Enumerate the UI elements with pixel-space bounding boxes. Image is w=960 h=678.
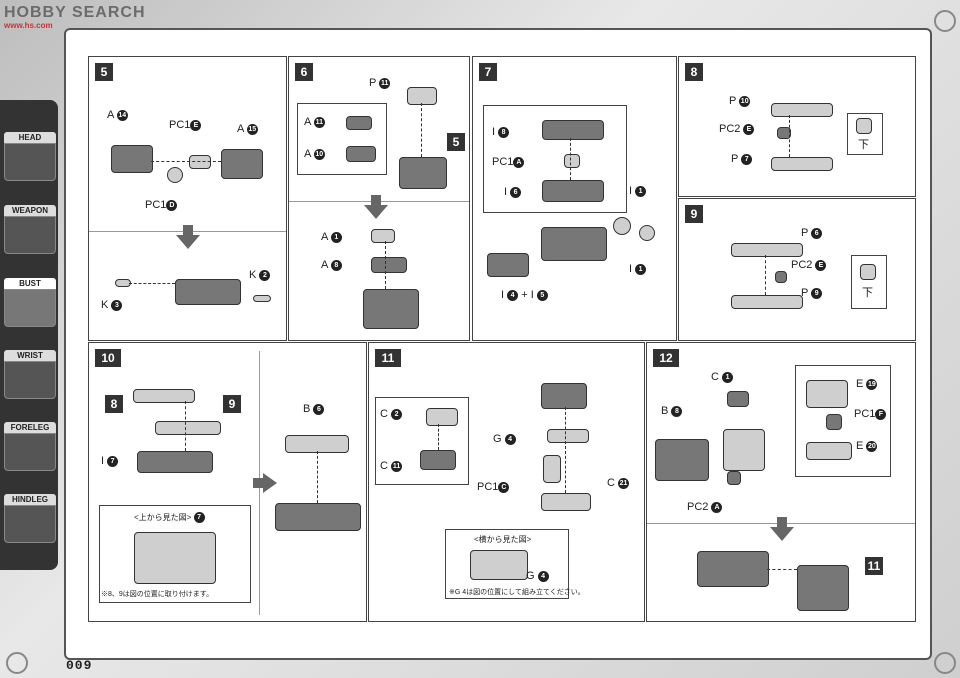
down-direction-label: 下 (858, 139, 869, 151)
part-label: P 9 (801, 287, 823, 299)
part-label: I 4 + I 5 (501, 289, 548, 301)
part-drawing (221, 149, 263, 179)
step-number: 6 (295, 63, 313, 81)
step-number: 11 (375, 349, 401, 367)
corner-ornament-icon (934, 10, 956, 32)
page-number: 009 (66, 658, 93, 673)
sidebar-tab-hindleg[interactable]: HINDLEG (4, 494, 56, 543)
step-number: 7 (479, 63, 497, 81)
part-label: C 21 (607, 477, 630, 489)
top-view-inset: <上から見た図> 7 (99, 505, 251, 603)
step-reference: 9 (223, 395, 241, 413)
sub-assembly-inset: C 2 C 11 (375, 397, 469, 485)
part-label: A 1 (321, 231, 342, 243)
part-label: I 1 (629, 263, 647, 275)
sidebar-tab-wrist[interactable]: WRIST (4, 350, 56, 399)
step-reference: 11 (865, 557, 883, 575)
part-drawing (111, 145, 153, 173)
part-drawing (167, 167, 183, 183)
step-number: 5 (95, 63, 113, 81)
step-9-panel: 9 P 6 PC2 E P 9 下 (678, 198, 916, 341)
right-arrow-icon (263, 473, 277, 493)
wrist-part-icon (4, 361, 56, 399)
down-arrow-icon (770, 527, 794, 541)
part-label: PC2 A (687, 501, 723, 513)
part-label: P 10 (729, 95, 751, 107)
part-label: I 7 (101, 455, 119, 467)
down-arrow-icon (176, 235, 200, 249)
orientation-inset: 下 (847, 113, 883, 155)
part-drawing (175, 279, 241, 305)
part-label: PC2 E (791, 259, 827, 271)
step-number: 12 (653, 349, 679, 367)
site-url: www.hs.com (4, 21, 53, 30)
step-number: 9 (685, 205, 703, 223)
step-number: 10 (95, 349, 121, 367)
sidebar-tab-weapon[interactable]: WEAPON (4, 205, 56, 254)
part-label: PC2 E (719, 123, 755, 135)
part-label: A 8 (321, 259, 342, 271)
bust-part-icon (4, 289, 56, 327)
site-logo: HOBBY SEARCH www.hs.com (4, 4, 146, 30)
assembly-note: ※8、9は図の位置に取り付けます。 (101, 591, 214, 598)
step-10-panel: 10 8 9 I 7 B 6 <上から見た図> 7 ※8、9は図の位置に取り付け… (88, 342, 367, 622)
part-label: C 1 (711, 371, 734, 383)
foreleg-part-icon (4, 433, 56, 471)
step-8-panel: 8 P 10 PC2 E P 7 下 (678, 56, 916, 197)
part-label: P 6 (801, 227, 823, 239)
step-6-panel: 6 P 11 A 11 A 10 5 A 1 A 8 (288, 56, 470, 341)
assembly-note: ※G 4は図の位置にして組み立てください。 (449, 589, 585, 596)
sidebar-tab-head[interactable]: HEAD (4, 132, 56, 181)
part-label: K 2 (249, 269, 271, 281)
step-number: 8 (685, 63, 703, 81)
part-label: A 14 (107, 109, 128, 121)
section-sidebar: HEAD WEAPON BUST WRIST FORELEG HINDLEG (0, 100, 58, 570)
sub-assembly-inset: A 11 A 10 (297, 103, 387, 175)
part-label: P 7 (731, 153, 753, 165)
orientation-inset: 下 (851, 255, 887, 309)
hindleg-part-icon (4, 505, 56, 543)
part-drawing (253, 295, 271, 302)
sidebar-tab-bust[interactable]: BUST (4, 278, 56, 327)
part-label: P 11 (369, 77, 391, 89)
part-label: A 15 (237, 123, 258, 135)
sidebar-tab-foreleg[interactable]: FORELEG (4, 422, 56, 471)
part-label: B 6 (303, 403, 325, 415)
corner-ornament-icon (934, 652, 956, 674)
part-drawing (189, 155, 211, 169)
head-part-icon (4, 143, 56, 181)
part-label: I 1 (629, 185, 647, 197)
step-reference: 5 (447, 133, 465, 151)
part-label: B 8 (661, 405, 683, 417)
corner-ornament-icon (6, 652, 28, 674)
part-label: K 3 (101, 299, 123, 311)
step-reference: 8 (105, 395, 123, 413)
side-view-inset: <横から見た図> G 4 (445, 529, 569, 599)
down-arrow-icon (364, 205, 388, 219)
down-direction-label: 下 (862, 287, 873, 299)
weapon-part-icon (4, 216, 56, 254)
part-label: G 4 (493, 433, 516, 445)
